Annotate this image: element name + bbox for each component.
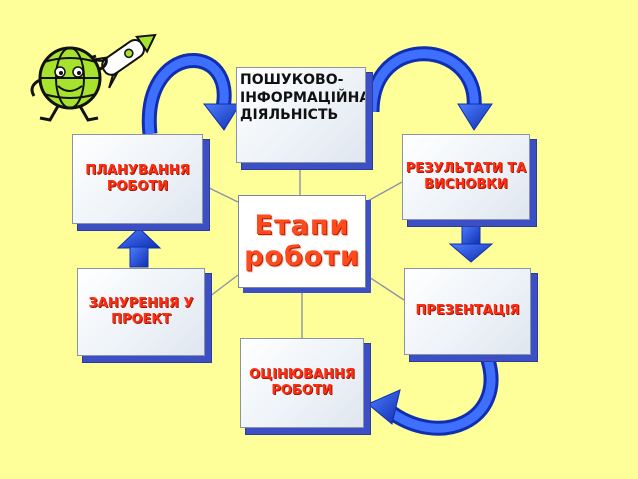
stage-evaluation-label: ОЦІНЮВАННЯ РОБОТИ (249, 366, 355, 398)
stage-planning-label: ПЛАНУВАННЯ РОБОТИ (85, 162, 190, 194)
curved-arrow-presentation-to-evaluation (367, 357, 499, 436)
stage-results-label: РЕЗУЛЬТАТИ ТА ВИСНОВКИ (405, 160, 527, 192)
connector-results (365, 181, 403, 203)
up-arrow-immersion-to-planning (116, 227, 162, 268)
stage-immersion-box: ЗАНУРЕННЯ У ПРОЕКТ (77, 268, 205, 356)
curved-arrow-planning-to-search (141, 53, 241, 135)
down-arrow-results-to-presentation (448, 224, 494, 263)
center-title-box: Етапи роботи (238, 195, 366, 288)
connector-planning (202, 184, 239, 203)
stage-immersion-label: ЗАНУРЕННЯ У ПРОЕКТ (88, 295, 194, 327)
stage-evaluation-box: ОЦІНЮВАННЯ РОБОТИ (240, 338, 364, 428)
connector-immersion (204, 274, 239, 301)
stage-planning-box: ПЛАНУВАННЯ РОБОТИ (72, 134, 203, 224)
stage-search-info-box: ПОШУКОВО- ІНФОРМАЦІЙНА ДІЯЛЬНІСТЬ (236, 67, 366, 163)
stage-results-box: РЕЗУЛЬТАТИ ТА ВИСНОВКИ (402, 134, 530, 220)
stage-presentation-label: ПРЕЗЕНТАЦІЯ (415, 303, 520, 319)
globe-rocket-character-icon (30, 33, 157, 122)
connector-presentation (365, 274, 405, 301)
center-title-label: Етапи роботи (244, 210, 360, 272)
stage-search-info-label: ПОШУКОВО- ІНФОРМАЦІЙНА ДІЯЛЬНІСТЬ (240, 72, 366, 123)
connector-lines (202, 163, 405, 338)
curved-arrow-search-to-results (364, 46, 493, 131)
stage-presentation-box: ПРЕЗЕНТАЦІЯ (404, 268, 531, 355)
